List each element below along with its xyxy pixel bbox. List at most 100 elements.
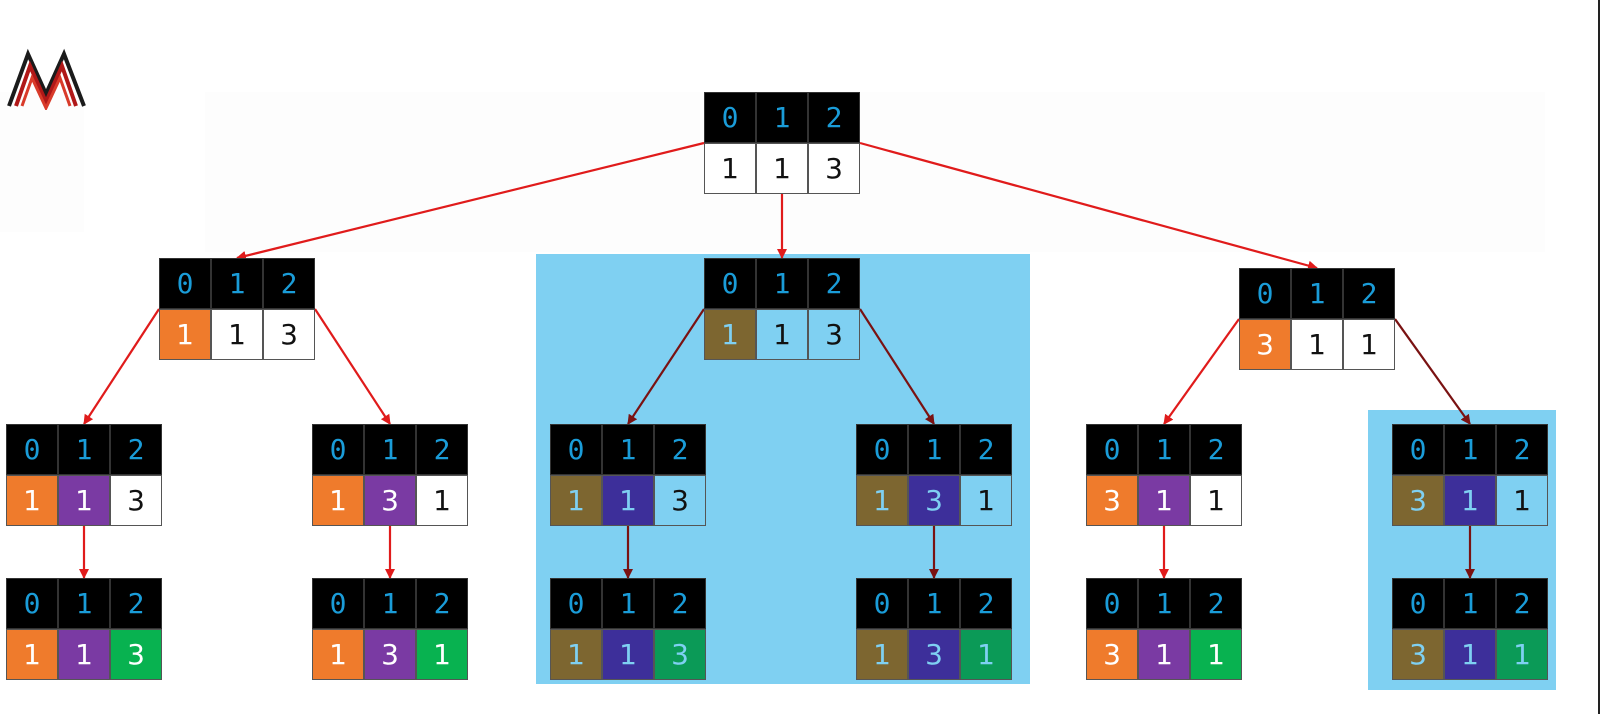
value-cell: 1 [416,475,468,526]
index-cell: 2 [654,424,706,475]
index-cell: 0 [1392,578,1444,629]
stylized-m-logo-icon [7,48,86,110]
value-cell: 1 [856,629,908,680]
value-cell: 1 [211,309,263,360]
index-cell: 1 [364,424,416,475]
index-cell: 1 [1138,424,1190,475]
index-cell: 1 [58,424,110,475]
value-cell: 3 [1086,475,1138,526]
edge-arrow [859,308,935,425]
index-cell: 1 [58,578,110,629]
index-cell: 2 [1343,268,1395,319]
index-cell: 2 [808,258,860,309]
index-cell: 2 [1496,578,1548,629]
index-cell: 1 [211,258,263,309]
value-cell: 1 [602,629,654,680]
index-cell: 0 [856,424,908,475]
edge-arrow [1163,318,1240,425]
index-cell: 1 [1138,578,1190,629]
value-cell: 1 [756,309,808,360]
value-cell: 1 [960,475,1012,526]
value-cell: 1 [1444,475,1496,526]
value-cell: 3 [364,629,416,680]
value-cell: 1 [58,629,110,680]
value-cell: 3 [110,629,162,680]
index-cell: 1 [1291,268,1343,319]
index-cell: 1 [1444,424,1496,475]
value-cell: 1 [416,629,468,680]
value-cell: 1 [1291,319,1343,370]
index-cell: 0 [1392,424,1444,475]
value-cell: 3 [654,629,706,680]
index-cell: 0 [550,424,602,475]
value-cell: 1 [704,143,756,194]
index-cell: 2 [808,92,860,143]
index-cell: 0 [6,578,58,629]
value-cell: 1 [550,475,602,526]
value-cell: 1 [6,475,58,526]
value-cell: 3 [1392,629,1444,680]
index-cell: 2 [654,578,706,629]
edge-arrow [627,308,705,425]
value-cell: 3 [263,309,315,360]
edge-arrow [859,141,1318,271]
background-panel [205,92,1545,252]
index-cell: 2 [960,424,1012,475]
value-cell: 3 [1086,629,1138,680]
index-cell: 2 [1496,424,1548,475]
index-cell: 0 [6,424,58,475]
value-cell: 1 [1190,629,1242,680]
index-cell: 0 [550,578,602,629]
index-cell: 2 [416,424,468,475]
value-cell: 3 [808,143,860,194]
index-cell: 2 [960,578,1012,629]
index-cell: 2 [1190,578,1242,629]
index-cell: 0 [856,578,908,629]
index-cell: 0 [1239,268,1291,319]
value-cell: 3 [808,309,860,360]
value-cell: 1 [550,629,602,680]
index-cell: 0 [704,258,756,309]
value-cell: 1 [159,309,211,360]
edge-arrow [236,141,705,261]
value-cell: 1 [960,629,1012,680]
value-cell: 1 [704,309,756,360]
index-cell: 2 [416,578,468,629]
value-cell: 3 [1239,319,1291,370]
value-cell: 3 [654,475,706,526]
value-cell: 1 [6,629,58,680]
index-cell: 1 [602,578,654,629]
index-cell: 1 [756,258,808,309]
value-cell: 1 [1496,629,1548,680]
